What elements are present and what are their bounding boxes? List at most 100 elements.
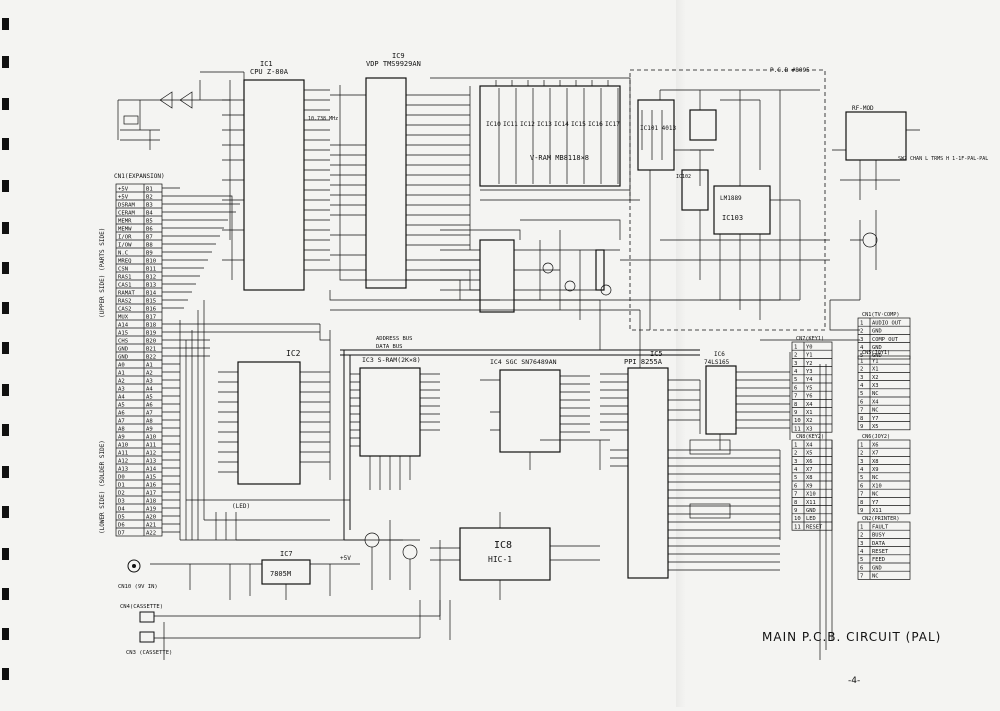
svg-text:RF-MOD: RF-MOD bbox=[852, 105, 874, 112]
svg-text:10.738 MHz: 10.738 MHz bbox=[308, 116, 338, 122]
joy1-connector-signal: X4 bbox=[872, 399, 879, 405]
tv-comp-connector-title: CN1(TV·COMP) bbox=[862, 312, 899, 318]
page-title: MAIN P.C.B. CIRCUIT (PAL) bbox=[762, 630, 942, 644]
address-data-bus: ADDRESS BUS DATA BUS bbox=[329, 290, 700, 540]
led-section: (LED) bbox=[215, 503, 260, 541]
expansion-upper-pin: B4 bbox=[146, 210, 153, 216]
expansion-lower-signal: A12 bbox=[118, 458, 128, 464]
expansion-lower-pin: A10 bbox=[146, 434, 156, 440]
page-number: -4- bbox=[848, 676, 861, 686]
printer-connector-pin: 2 bbox=[860, 533, 863, 539]
svg-text:VDP TMS9929AN: VDP TMS9929AN bbox=[366, 60, 421, 68]
svg-text:CN1(EXPANSION): CN1(EXPANSION) bbox=[114, 173, 165, 180]
expansion-lower-pin: A11 bbox=[146, 442, 156, 448]
reset-oscillator-circuit bbox=[117, 71, 245, 240]
svg-text:IC6: IC6 bbox=[714, 351, 725, 358]
pcb-region: P.C.B #8095 IC101 4013 LM1889 IC103 IC10… bbox=[629, 67, 826, 331]
printer-connector bbox=[857, 521, 911, 580]
svg-text:PPI 8255A: PPI 8255A bbox=[624, 358, 663, 366]
expansion-upper-signal: CHS bbox=[118, 338, 128, 344]
expansion-upper-pin: B3 bbox=[146, 202, 153, 208]
expansion-lower-signal: D7 bbox=[118, 530, 125, 536]
expansion-lower-signal: A2 bbox=[118, 378, 125, 384]
printer-connector-signal: GND bbox=[872, 565, 882, 571]
key2-connector-signal: X10 bbox=[806, 492, 816, 498]
vram-chip-label: IC17 bbox=[605, 121, 620, 128]
expansion-upper-pin: B10 bbox=[146, 258, 156, 264]
ic3-sram: IC3 S-RAM(2K×8) bbox=[350, 356, 440, 490]
joy1-connector-signal: X2 bbox=[872, 375, 879, 381]
ic2: IC2 bbox=[218, 324, 331, 485]
printer-connector-pin: 7 bbox=[860, 574, 863, 580]
expansion-upper-signal: CAS2 bbox=[118, 306, 131, 312]
expansion-lower-pin: A20 bbox=[146, 514, 156, 520]
expansion-lower-signal: A5 bbox=[118, 402, 125, 408]
svg-text:IC9: IC9 bbox=[392, 52, 405, 60]
expansion-upper-signal: RAS2 bbox=[118, 298, 131, 304]
printer-connector-pin: 4 bbox=[860, 549, 864, 555]
svg-text:CN3 (CASSETTE): CN3 (CASSETTE) bbox=[126, 650, 172, 656]
joy1-connector-signal: Y7 bbox=[872, 416, 879, 422]
expansion-upper-pin: B15 bbox=[146, 298, 156, 304]
expansion-upper-pin: B11 bbox=[146, 266, 156, 272]
key1-connector-pin: 6 bbox=[794, 385, 797, 391]
printer-connector-signal: RESET bbox=[872, 549, 889, 555]
expansion-upper-pin: B1 bbox=[146, 186, 153, 192]
key2-connector-signal: X6 bbox=[806, 459, 813, 465]
key2-connector-pin: 5 bbox=[794, 475, 797, 481]
expansion-lower-signal: D1 bbox=[118, 482, 125, 488]
svg-text:74LS165: 74LS165 bbox=[704, 359, 730, 366]
cpu-ic1: IC1 CPU Z-80A bbox=[243, 60, 305, 291]
key1-connector-signal: Y5 bbox=[806, 385, 813, 391]
svg-text:7805M: 7805M bbox=[270, 570, 291, 578]
key2-connector-pin: 10 bbox=[794, 516, 801, 522]
expansion-lower-signal: A0 bbox=[118, 362, 125, 368]
expansion-bus-lines bbox=[162, 187, 420, 541]
vram-chip-label: IC14 bbox=[554, 121, 569, 128]
joy2-connector-signal: X11 bbox=[872, 508, 882, 514]
vdp-pins bbox=[330, 85, 470, 281]
expansion-lower-signal: A11 bbox=[118, 450, 128, 456]
key1-connector-pin: 10 bbox=[794, 418, 801, 424]
expansion-lower-pin: A3 bbox=[146, 378, 153, 384]
key2-connector-signal: RESET bbox=[806, 524, 823, 530]
svg-text:CN4(CASSETTE): CN4(CASSETTE) bbox=[120, 604, 163, 610]
joy1-connector-signal: X3 bbox=[872, 383, 879, 389]
svg-text:V-RAM MB8118×8: V-RAM MB8118×8 bbox=[530, 154, 589, 162]
printer-connector-signal: BUSY bbox=[872, 533, 886, 539]
expansion-lower-signal: A3 bbox=[118, 386, 125, 392]
expansion-upper-signal: RAMAT bbox=[118, 290, 135, 296]
printer-connector-signal: FEED bbox=[872, 557, 885, 563]
expansion-upper-signal: MEMW bbox=[118, 226, 132, 232]
joy1-connector-pin: 7 bbox=[860, 408, 863, 414]
expansion-upper-signal: GND bbox=[118, 346, 129, 352]
key2-connector-signal: X5 bbox=[806, 451, 813, 457]
joy1-connector-signal: X5 bbox=[872, 424, 879, 430]
tv-comp-connector-signal: GND bbox=[872, 345, 882, 351]
joy1-connector-title: CN5(JOY1) bbox=[862, 350, 890, 356]
expansion-upper-pin: B18 bbox=[146, 322, 157, 328]
expansion-upper-pin: B13 bbox=[146, 282, 156, 288]
key1-connector-signal: X4 bbox=[806, 402, 813, 408]
vram-buses bbox=[430, 77, 640, 250]
expansion-lower-pin: A18 bbox=[146, 498, 157, 504]
expansion-upper-pin: B20 bbox=[146, 338, 156, 344]
key1-connector-pin: 5 bbox=[794, 377, 797, 383]
joy1-connector-pin: 8 bbox=[860, 416, 864, 422]
joy2-connector-pin: 2 bbox=[860, 451, 863, 457]
expansion-upper-signal: RAS1 bbox=[118, 274, 131, 280]
svg-text:P.C.B #8095: P.C.B #8095 bbox=[770, 67, 810, 74]
cassette-connectors: CN4(CASSETTE) CN3 (CASSETTE) bbox=[120, 600, 441, 660]
expansion-lower-signal: D3 bbox=[118, 498, 125, 504]
joy2-connector-pin: 6 bbox=[860, 483, 863, 489]
expansion-upper-pin: B6 bbox=[146, 226, 153, 232]
key1-connector-title: CN7(KEY1) bbox=[796, 336, 824, 342]
joy2-connector-signal: X8 bbox=[872, 459, 879, 465]
ic8-hic: IC8 HIC-1 bbox=[430, 512, 600, 640]
key1-connector-signal: Y1 bbox=[806, 353, 813, 359]
expansion-upper-signal: CSN bbox=[118, 266, 128, 272]
expansion-lower-pin: A6 bbox=[146, 402, 153, 408]
joy2-connector-pin: 3 bbox=[860, 459, 863, 465]
